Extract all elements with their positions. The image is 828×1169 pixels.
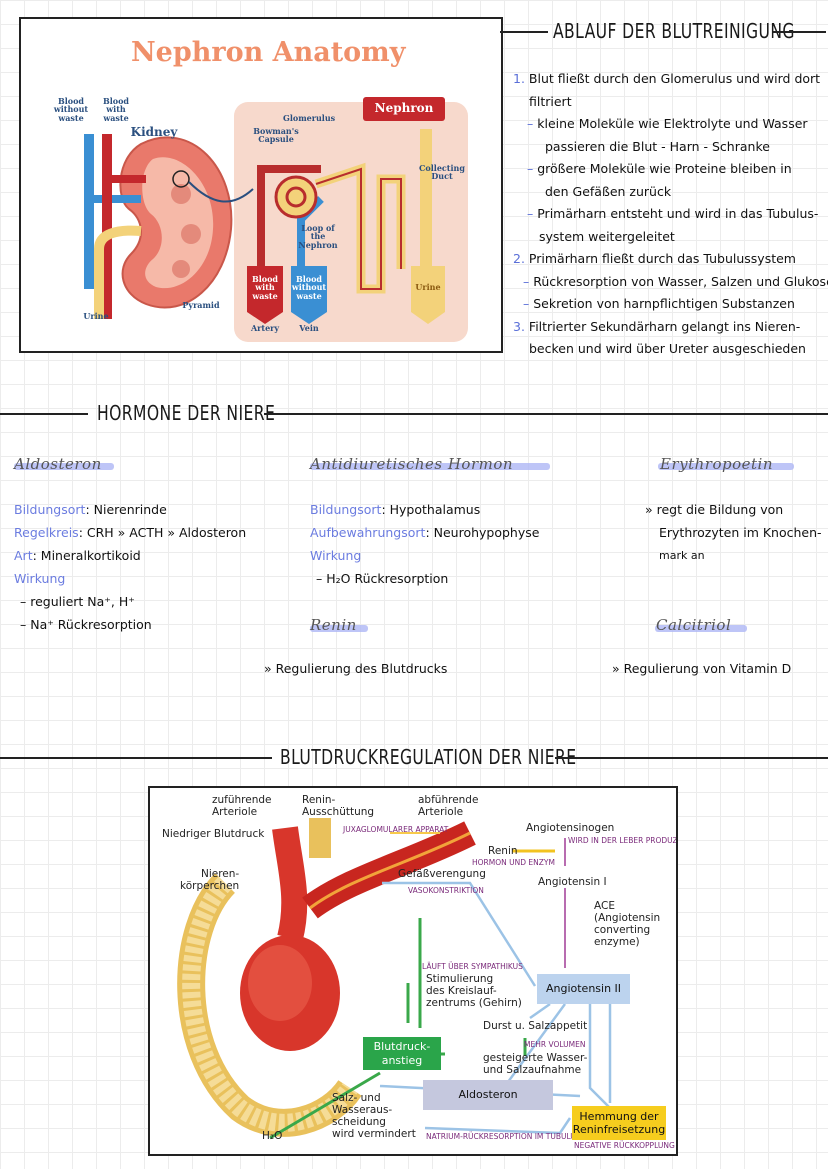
nephron-illustration — [84, 97, 468, 342]
renin-label: Renin — [488, 845, 518, 857]
calcitriol-details: » Regulierung von Vitamin D — [612, 661, 792, 676]
calcitriol-highlight — [655, 625, 747, 632]
step-line: 1. Blut fließt durch den Glomerulus und … — [513, 71, 821, 86]
kidney-label: Kidney — [130, 125, 178, 139]
stimulierung-label: Stimulierung des Kreislauf- zentrums (Ge… — [426, 973, 522, 1010]
pyramid-label: Pyramid — [182, 300, 220, 310]
hormone-title-line-right — [264, 413, 828, 415]
urine-box-label: Urine — [415, 282, 441, 292]
vein-label: Vein — [299, 323, 319, 333]
top-title-line-right — [773, 31, 826, 33]
bp-regulation-graphic — [177, 818, 612, 1140]
bp-regulation-diagram: zuführende Arteriole Renin- Ausschüttung… — [148, 786, 678, 1156]
calcitriol-name: Calcitriol — [656, 616, 732, 634]
ace-label: ACE (Angiotensin converting enzyme) — [594, 900, 661, 949]
epo-details: » regt die Bildung von Erythrozyten im K… — [645, 502, 822, 562]
hormon-enzym-note: HORMON UND ENZYM — [472, 858, 555, 867]
figure-title: Nephron Anatomy — [131, 37, 406, 68]
mehr-volumen-note: MEHR VOLUMEN — [524, 1040, 586, 1049]
blood-cleansing-steps: 1. Blut fließt durch den Glomerulus und … — [513, 68, 828, 361]
step-line: system weitergeleitet — [539, 228, 675, 244]
aldosteron-name: Aldosteron — [14, 455, 102, 473]
leber-note: WIRD IN DER LEBER PRODUZIERT — [568, 836, 678, 845]
epo-highlight — [658, 463, 794, 470]
step-line: becken und wird über Ureter ausgeschiede… — [529, 341, 806, 356]
nephron-anatomy-figure: Nephron Anatomy Blood without waste Bloo… — [19, 17, 503, 353]
renin-details: » Regulierung des Blutdrucks — [264, 661, 448, 676]
step-line: – Rückresorption von Wasser, Salzen und … — [523, 273, 828, 289]
renin-ausschuettung-label: Renin- Ausschüttung — [302, 794, 375, 819]
nierenkoerperchen-label: Nieren- körperchen — [180, 868, 240, 893]
nephron-label: Nephron — [374, 101, 434, 115]
hormone-section-title: HORMONE DER NIERE — [97, 401, 276, 425]
vasokonstriktion-note: VASOKONSTRIKTION — [408, 886, 484, 895]
bp-section-title: BLUTDRUCKREGULATION DER NIERE — [280, 745, 577, 769]
urine-label: Urine — [83, 311, 109, 321]
aldosteron-details: Bildungsort: Nierenrinde Regelkreis: CRH… — [14, 502, 247, 632]
hormone-title-line-left — [0, 413, 88, 415]
sympathikus-note: LÄUFT ÜBER SYMPATHIKUS — [422, 962, 523, 971]
step-line: den Gefäßen zurück — [545, 183, 672, 199]
h2o-label: H₂O — [262, 1130, 283, 1142]
collecting-duct-label: Collecting Duct — [419, 163, 465, 182]
gefaessverengung-label: Gefäßverengung — [398, 868, 486, 880]
glomerulus-label: Glomerulus — [283, 113, 336, 123]
adh-highlight — [310, 463, 550, 470]
step-line: passieren die Blut - Harn - Schranke — [545, 138, 770, 154]
blood-with-waste-label: Blood with waste — [102, 96, 130, 123]
artery-label: Artery — [250, 323, 280, 333]
step-line: – kleine Moleküle wie Elektrolyte und Wa… — [527, 116, 808, 131]
blutdruck-anstieg-box: Blutdruck- anstieg — [363, 1037, 441, 1070]
bp-title-line-right — [555, 757, 828, 759]
bowmans-capsule-label: Bowman's Capsule — [253, 126, 299, 145]
natrium-note: NATRIUM-RÜCKRESORPTION IM TUBULUSSYSTEM — [426, 1132, 611, 1141]
blood-without-waste-label: Blood without waste — [53, 96, 89, 123]
renin-name: Renin — [310, 616, 357, 634]
epo-name: Erythropoetin — [660, 455, 773, 473]
abfuehrende-arteriole-label: abführende Arteriole — [418, 794, 479, 819]
top-title-line-left — [500, 31, 548, 33]
adh-name: Antidiuretisches Hormon — [310, 455, 514, 473]
aldosteron-box: Aldosteron — [423, 1080, 553, 1110]
blood-without-waste-box-label: Blood without waste — [291, 274, 327, 301]
bp-title-line-left — [0, 757, 272, 759]
step-line: – Primärharn entsteht und wird in das Tu… — [527, 206, 819, 221]
niedriger-blutdruck-label: Niedriger Blutdruck — [162, 828, 265, 840]
aldosteron-highlight — [14, 463, 114, 470]
step-line: 3. Filtrierter Sekundärharn gelangt ins … — [513, 318, 801, 334]
angiotensin-1-label: Angiotensin I — [538, 876, 607, 888]
salz-wasser-label: Salz- und Wasseraus- scheidung wird verm… — [332, 1092, 416, 1141]
hemmung-box: Hemmung der Reninfreisetzung — [572, 1106, 666, 1140]
negativ-note: NEGATIVE RÜCKKOPPLUNG — [574, 1141, 675, 1150]
top-section-title: ABLAUF DER BLUTREINIGUNG — [553, 19, 795, 43]
angiotensinogen-label: Angiotensinogen — [526, 822, 615, 834]
angiotensin-2-box: Angiotensin II — [537, 974, 630, 1004]
gesteigerte-label: gesteigerte Wasser- und Salzaufnahme — [483, 1052, 588, 1077]
blood-with-waste-box-label: Blood with waste — [251, 274, 279, 301]
renin-highlight — [310, 625, 368, 632]
step-line: filtriert — [529, 93, 572, 109]
loop-of-nephron-label: Loop of the Nephron — [298, 223, 338, 250]
step-line: 2. Primärharn fließt durch das Tubulussy… — [513, 251, 796, 266]
zufuehrende-arteriole-label: zuführende Arteriole — [212, 794, 272, 819]
adh-details: Bildungsort: Hypothalamus Aufbewahrungso… — [310, 502, 540, 586]
step-line: – Sekretion von harnpflichtigen Substanz… — [523, 296, 795, 311]
durst-label: Durst u. Salzappetit — [483, 1020, 588, 1032]
juxtaglomerular-label: JUXAGLOMULARER APPARAT — [343, 825, 449, 834]
step-line: – größere Moleküle wie Proteine bleiben … — [527, 161, 792, 176]
